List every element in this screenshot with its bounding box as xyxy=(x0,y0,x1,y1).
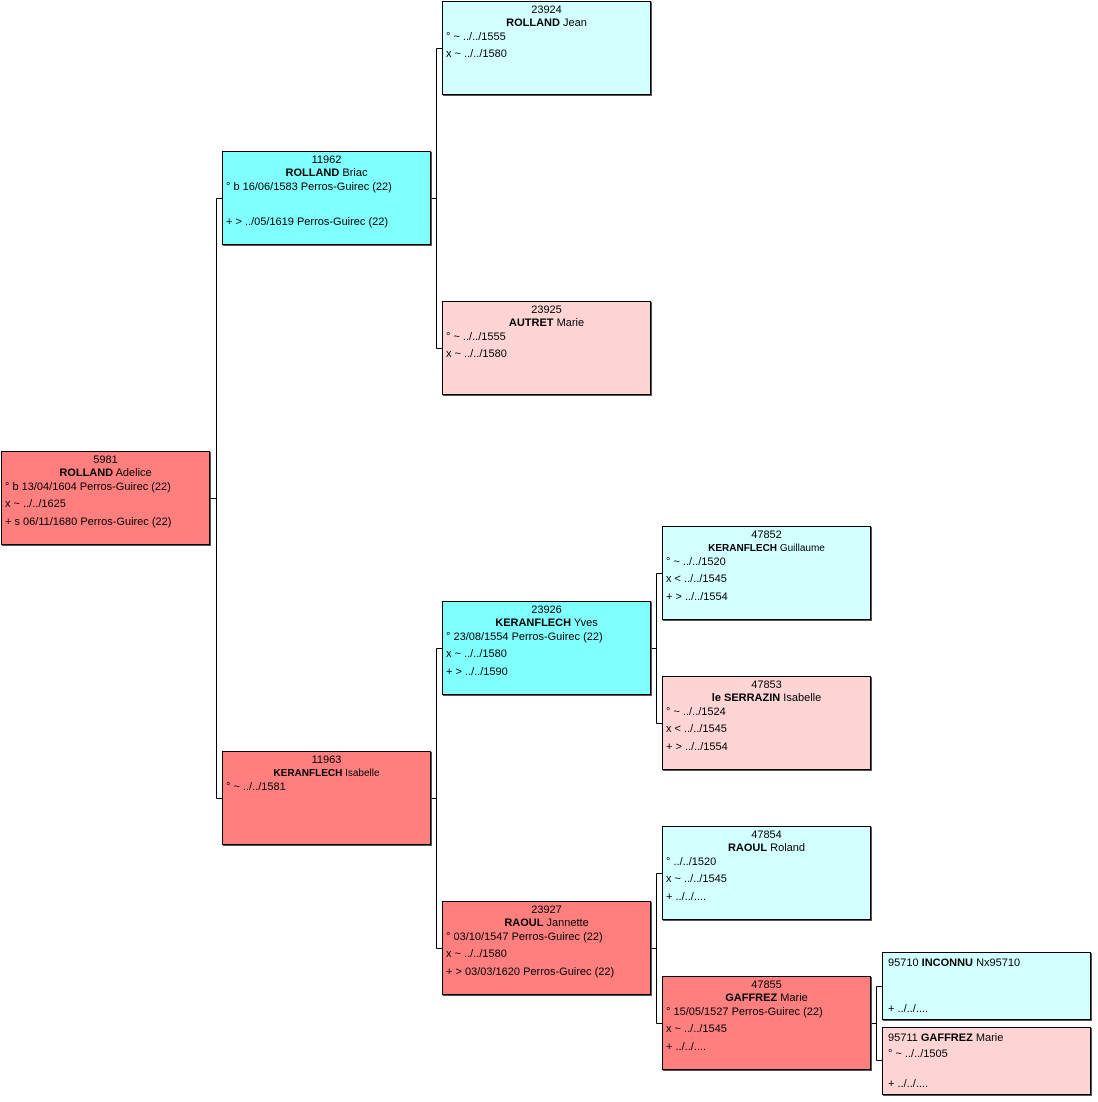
death-info: + ../../.... xyxy=(666,891,707,903)
birth-info: ° ../../1520 xyxy=(666,856,717,868)
person-number: 95711 xyxy=(888,1032,918,1044)
given-name: Guillaume xyxy=(779,543,825,554)
death-info: + > ../../1554 xyxy=(666,591,728,603)
person-name: KERANFLECH Yves xyxy=(446,617,647,630)
birth-info: ° ~ ../../1505 xyxy=(888,1048,948,1060)
person-card-5981[interactable]: 5981 ROLLAND Adelice ° b 13/04/1604 Perr… xyxy=(1,451,210,545)
person-number: 23925 xyxy=(531,304,562,316)
person-card-11962[interactable]: 11962 ROLLAND Briac ° b 16/06/1583 Perro… xyxy=(222,151,431,245)
marriage-info: x ~ ../../1545 xyxy=(666,1023,727,1035)
marriage-info: x ~ ../../1580 xyxy=(446,348,507,360)
birth-info: ° b 13/04/1604 Perros-Guirec (22) xyxy=(5,481,171,493)
birth-info: ° ~ ../../1581 xyxy=(226,781,286,793)
person-name: AUTRET Marie xyxy=(446,317,647,330)
person-card-23924[interactable]: 23924 ROLLAND Jean ° ~ ../../1555 x ~ ..… xyxy=(442,1,651,95)
person-card-11963[interactable]: 11963 KERANFLECH Isabelle ° ~ ../../1581 xyxy=(222,751,431,845)
given-name: Jean xyxy=(562,17,587,29)
person-number: 23924 xyxy=(531,4,562,16)
given-name: Jannette xyxy=(546,917,589,929)
person-name: le SERRAZIN Isabelle xyxy=(666,692,867,705)
given-name: Marie xyxy=(780,992,808,1004)
person-name: 95710 INCONNU Nx95710 xyxy=(888,957,1087,970)
person-name: 95711 GAFFREZ Marie xyxy=(888,1032,1087,1045)
surname: le SERRAZIN xyxy=(711,692,781,704)
surname: RAOUL xyxy=(504,917,544,929)
person-card-95711[interactable]: 95711 GAFFREZ Marie ° ~ ../../1505 + ../… xyxy=(882,1027,1091,1095)
marriage-info: x ~ ../../1580 xyxy=(446,648,507,660)
surname: GAFFREZ xyxy=(920,1032,973,1044)
person-name: GAFFREZ Marie xyxy=(666,992,867,1005)
person-card-95710[interactable]: 95710 INCONNU Nx95710 + ../../.... xyxy=(882,952,1091,1020)
marriage-info: x ~ ../../1580 xyxy=(446,48,507,60)
person-number: 47855 xyxy=(751,979,782,991)
person-card-23927[interactable]: 23927 RAOUL Jannette ° 03/10/1547 Perros… xyxy=(442,901,651,995)
marriage-info: x < ../../1545 xyxy=(666,723,727,735)
surname: AUTRET xyxy=(508,317,554,329)
birth-info: ° ~ ../../1520 xyxy=(666,556,726,568)
death-info: + ../../.... xyxy=(666,1041,707,1053)
person-number: 47852 xyxy=(751,529,782,541)
given-name: Isabelle xyxy=(783,692,822,704)
person-card-23926[interactable]: 23926 KERANFLECH Yves ° 23/08/1554 Perro… xyxy=(442,601,651,695)
surname: ROLLAND xyxy=(285,167,340,179)
birth-info: ° ~ ../../1524 xyxy=(666,706,726,718)
person-card-23925[interactable]: 23925 AUTRET Marie ° ~ ../../1555 x ~ ..… xyxy=(442,301,651,395)
given-name: Yves xyxy=(573,617,598,629)
death-info: + > ../../1554 xyxy=(666,741,728,753)
surname: KERANFLECH xyxy=(708,543,778,554)
person-card-47852[interactable]: 47852 KERANFLECH Guillaume ° ~ ../../152… xyxy=(662,526,871,620)
person-name: ROLLAND Briac xyxy=(226,167,427,180)
surname: KERANFLECH xyxy=(273,768,343,779)
person-name: KERANFLECH Isabelle xyxy=(226,767,427,780)
person-number: 23927 xyxy=(531,904,562,916)
person-number: 47853 xyxy=(751,679,782,691)
person-card-47853[interactable]: 47853 le SERRAZIN Isabelle ° ~ ../../152… xyxy=(662,676,871,770)
given-name: Nx95710 xyxy=(976,957,1021,969)
person-name: KERANFLECH Guillaume xyxy=(666,542,867,555)
person-number: 11963 xyxy=(311,754,342,766)
death-info: + > ../../1590 xyxy=(446,666,508,678)
birth-info: ° ~ ../../1555 xyxy=(446,331,506,343)
person-number: 11962 xyxy=(311,154,342,166)
surname: INCONNU xyxy=(921,957,973,969)
surname: ROLLAND xyxy=(59,467,114,479)
person-name: RAOUL Roland xyxy=(666,842,867,855)
surname: KERANFLECH xyxy=(495,617,572,629)
given-name: Marie xyxy=(556,317,585,329)
person-name: ROLLAND Jean xyxy=(446,17,647,30)
marriage-info: x ~ ../../1625 xyxy=(5,498,66,510)
person-card-47855[interactable]: 47855 GAFFREZ Marie ° 15/05/1527 Perros-… xyxy=(662,976,871,1070)
birth-info: ° ~ ../../1555 xyxy=(446,31,506,43)
death-info: + ../../.... xyxy=(888,1003,929,1015)
person-number: 5981 xyxy=(93,454,118,466)
marriage-info: x ~ ../../1545 xyxy=(666,873,727,885)
birth-info: ° 03/10/1547 Perros-Guirec (22) xyxy=(446,931,603,943)
death-info: + > ../05/1619 Perros-Guirec (22) xyxy=(226,216,389,228)
person-number: 47854 xyxy=(751,829,782,841)
surname: GAFFREZ xyxy=(725,992,778,1004)
person-number: 23926 xyxy=(531,604,562,616)
birth-info: ° b 16/06/1583 Perros-Guirec (22) xyxy=(226,181,392,193)
surname: ROLLAND xyxy=(506,17,560,29)
birth-info: ° 23/08/1554 Perros-Guirec (22) xyxy=(446,631,603,643)
given-name: Adelice xyxy=(115,467,152,479)
marriage-info: x ~ ../../1580 xyxy=(446,948,507,960)
person-card-47854[interactable]: 47854 RAOUL Roland ° ../../1520 x ~ ../.… xyxy=(662,826,871,920)
given-name: Marie xyxy=(975,1032,1004,1044)
death-info: + > 03/03/1620 Perros-Guirec (22) xyxy=(446,966,615,978)
death-info: + ../../.... xyxy=(888,1078,929,1090)
given-name: Isabelle xyxy=(345,768,380,779)
death-info: + s 06/11/1680 Perros-Guirec (22) xyxy=(5,516,172,528)
person-name: ROLLAND Adelice xyxy=(5,467,206,480)
person-number: 95710 xyxy=(888,957,919,969)
marriage-info: x < ../../1545 xyxy=(666,573,727,585)
birth-info: ° 15/05/1527 Perros-Guirec (22) xyxy=(666,1006,823,1018)
given-name: Roland xyxy=(770,842,806,854)
surname: RAOUL xyxy=(727,842,768,854)
given-name: Briac xyxy=(342,167,368,179)
person-name: RAOUL Jannette xyxy=(446,917,647,930)
